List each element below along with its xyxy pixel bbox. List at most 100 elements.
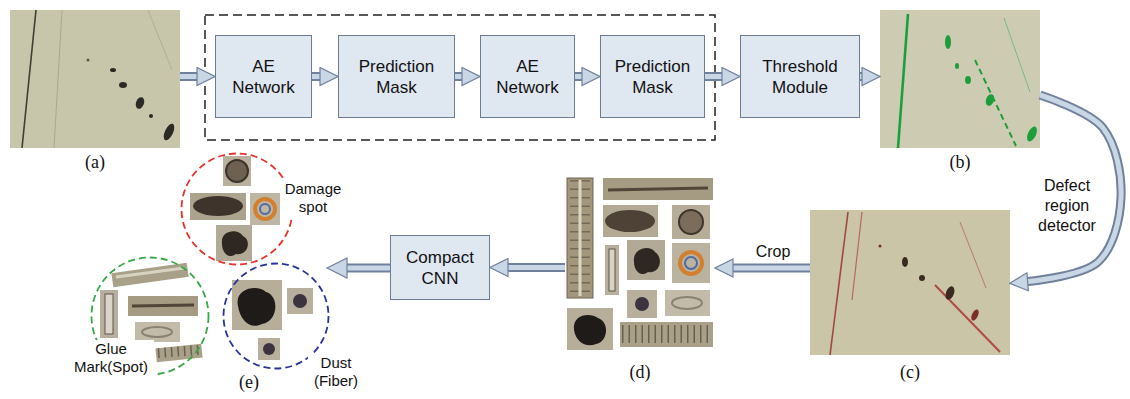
box-label: Threshold Module bbox=[751, 56, 849, 98]
panel-label: (d) bbox=[565, 362, 715, 382]
patch-texture bbox=[293, 294, 307, 308]
box-label: AE Network bbox=[225, 56, 303, 98]
region-spot bbox=[902, 257, 908, 267]
defect-spot bbox=[162, 122, 177, 142]
arrow-shaft bbox=[344, 266, 390, 271]
arrow-shaft bbox=[312, 74, 328, 79]
arrow-shaft bbox=[705, 74, 730, 79]
mask-spot bbox=[945, 35, 951, 49]
patch bbox=[216, 225, 252, 261]
panel-label: (e) bbox=[234, 372, 264, 392]
image-ground bbox=[10, 10, 180, 148]
arrow-shaft bbox=[725, 266, 810, 271]
flow-arrow bbox=[860, 76, 870, 77]
class-label: Damage spot bbox=[281, 180, 345, 216]
class-label: Dust (Fiber) bbox=[308, 354, 364, 390]
edge-label: Crop bbox=[745, 242, 801, 262]
region-spot bbox=[879, 245, 882, 248]
patch-texture bbox=[255, 199, 275, 219]
patch-texture bbox=[608, 188, 708, 190]
panel-label: (b) bbox=[880, 152, 1040, 172]
output-arrow bbox=[327, 258, 390, 278]
patch bbox=[250, 193, 280, 225]
process-box: Prediction Mask bbox=[600, 35, 705, 118]
flow-arrow bbox=[312, 76, 328, 77]
box-label: Compact CNN bbox=[399, 247, 481, 289]
patch-texture bbox=[672, 297, 702, 309]
flow-arrow bbox=[500, 267, 565, 268]
patch-texture bbox=[226, 160, 248, 182]
flow-arrow bbox=[455, 76, 470, 77]
flow-arrow bbox=[725, 268, 810, 269]
patch-texture bbox=[605, 210, 655, 232]
process-box: Prediction Mask bbox=[338, 35, 455, 118]
patch-texture bbox=[158, 350, 200, 353]
scratch-line bbox=[54, 10, 62, 148]
patch bbox=[627, 240, 665, 280]
mask-image bbox=[880, 10, 1040, 148]
patch bbox=[567, 308, 613, 350]
defect-spot bbox=[149, 114, 153, 118]
flow-arrow bbox=[575, 76, 590, 77]
region-spot bbox=[970, 308, 981, 321]
mask-spot bbox=[984, 93, 996, 107]
mask-line bbox=[1004, 18, 1030, 92]
patch-texture bbox=[635, 297, 649, 311]
patch bbox=[672, 243, 710, 283]
patch bbox=[111, 263, 188, 287]
flow-arrow bbox=[180, 76, 205, 77]
patch bbox=[128, 296, 198, 316]
region-line bbox=[935, 285, 1000, 352]
arrow-outline bbox=[344, 264, 390, 273]
cluster-circle: Dust (Fiber) bbox=[222, 262, 330, 370]
patch-texture bbox=[238, 288, 276, 326]
image-panel: (d) bbox=[565, 175, 715, 350]
panel-label: (c) bbox=[810, 362, 1010, 382]
image-panel: (a) bbox=[10, 10, 180, 148]
arrow-shaft bbox=[860, 74, 870, 79]
patch-texture bbox=[260, 204, 270, 214]
circle-outline bbox=[180, 152, 294, 266]
box-label: Prediction Mask bbox=[607, 56, 699, 98]
box-label: AE Network bbox=[489, 56, 567, 98]
arrow-outline bbox=[500, 263, 565, 272]
patch-texture bbox=[132, 305, 194, 306]
cropped-patches bbox=[567, 178, 713, 350]
process-box: AE Network bbox=[215, 35, 312, 118]
detected-image bbox=[810, 210, 1010, 355]
patch bbox=[223, 156, 251, 186]
mask-line bbox=[898, 14, 908, 148]
patch bbox=[665, 290, 710, 316]
arrow-shaft bbox=[1020, 95, 1121, 282]
input-image bbox=[10, 10, 180, 148]
process-box: Compact CNN bbox=[390, 235, 490, 300]
region-line bbox=[852, 212, 862, 300]
arrow-shaft bbox=[500, 265, 565, 270]
mask-line bbox=[975, 60, 1016, 146]
arrow-outline bbox=[860, 72, 870, 81]
arrow-shaft bbox=[455, 74, 470, 79]
defect-spot bbox=[134, 96, 146, 110]
image-panel: (b) bbox=[880, 10, 1040, 148]
arrow-outline bbox=[725, 264, 810, 273]
arrow-outline bbox=[312, 72, 328, 81]
arrow-outline bbox=[575, 72, 590, 81]
patch bbox=[620, 322, 713, 347]
image-ground bbox=[810, 210, 1010, 355]
patch bbox=[232, 280, 282, 330]
patch-texture bbox=[105, 294, 113, 334]
patch-texture bbox=[680, 252, 702, 274]
patch bbox=[672, 205, 710, 239]
cluster-circle: Glue Mark(Spot) bbox=[90, 256, 210, 376]
defect-spot bbox=[119, 82, 127, 88]
flow-arrow bbox=[1020, 95, 1121, 282]
patch-texture bbox=[609, 249, 615, 291]
dashed-circle bbox=[224, 264, 329, 369]
patch-texture bbox=[193, 196, 243, 216]
region-spot bbox=[919, 275, 925, 281]
mask-spot bbox=[965, 76, 971, 84]
patch bbox=[287, 288, 313, 314]
mask-spot bbox=[1025, 125, 1039, 143]
